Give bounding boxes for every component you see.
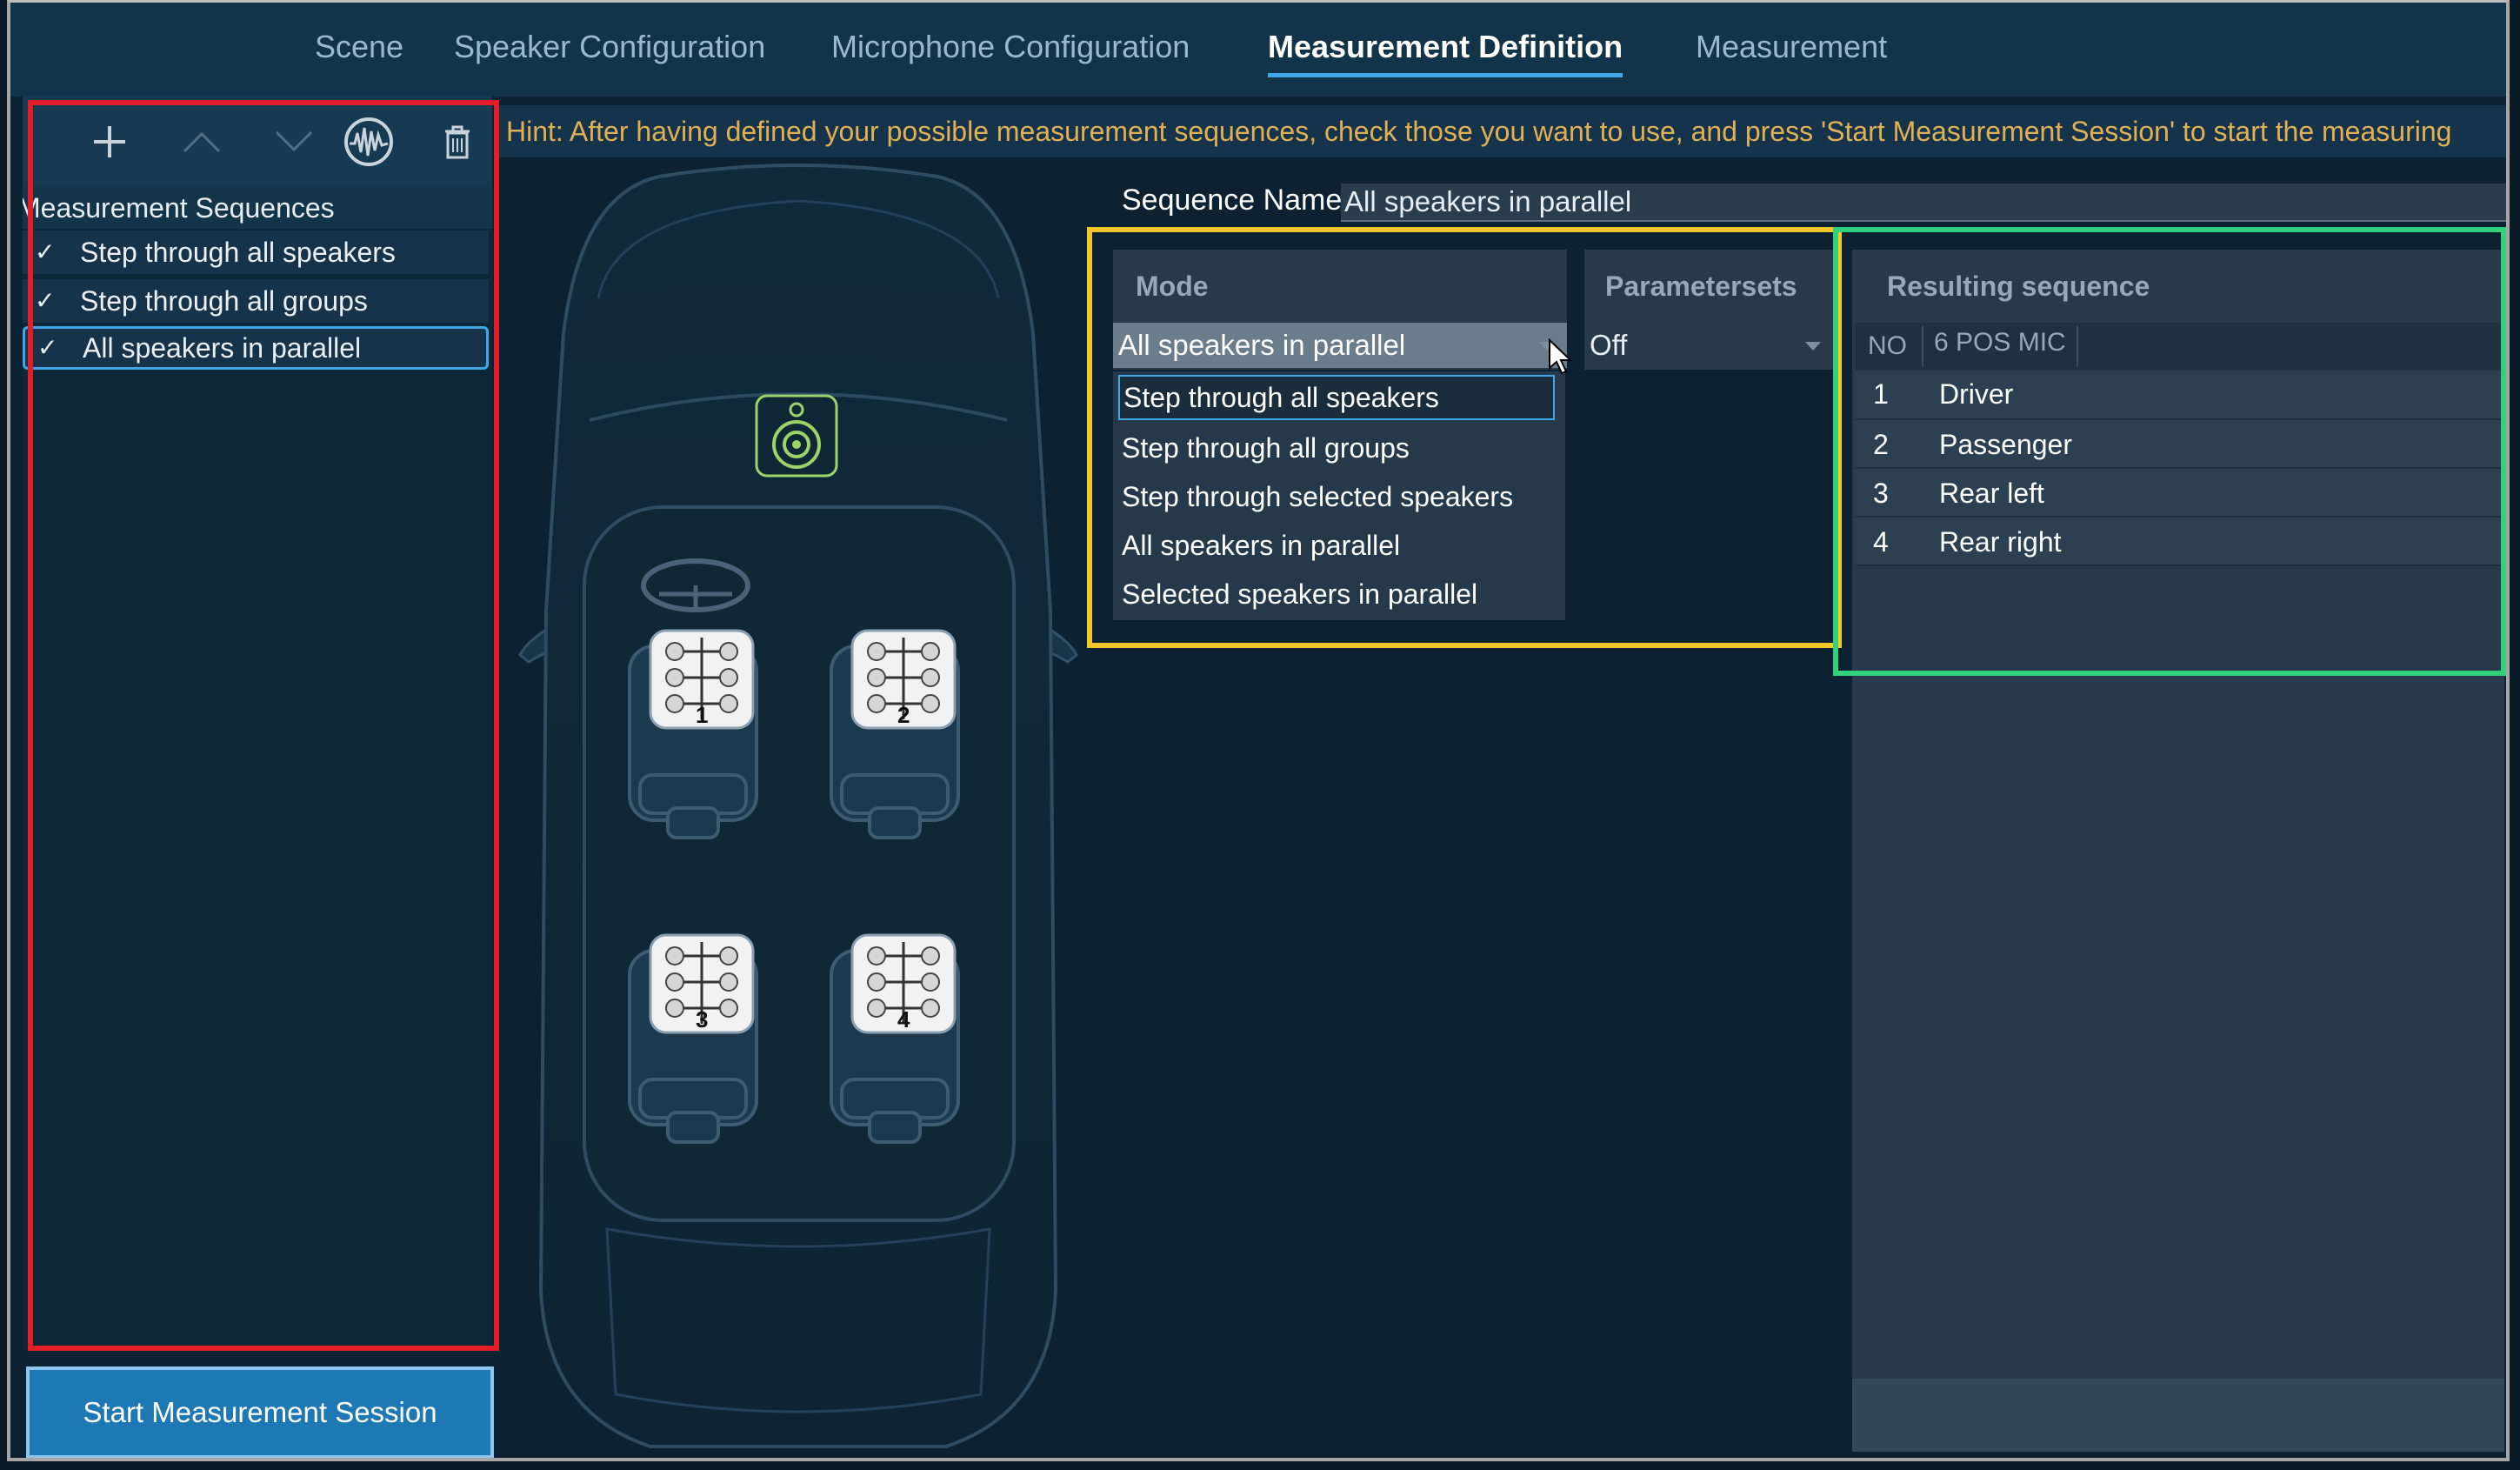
- column-header-no: NO: [1868, 331, 1907, 360]
- car-scene: 1 2: [494, 159, 1103, 1458]
- seat-mic-array-4[interactable]: 4: [850, 933, 957, 1034]
- seat-number: 4: [897, 1006, 910, 1032]
- parametersets-header: Parametersets: [1605, 271, 1797, 302]
- mode-option[interactable]: Step through all speakers: [1118, 375, 1555, 420]
- resulting-sequence-footer: [1852, 1379, 2504, 1452]
- row-position-name: Passenger: [1939, 429, 2072, 460]
- sequence-item-label: All speakers in parallel: [83, 332, 362, 364]
- column-divider: [2077, 326, 2078, 366]
- car-outline-graphic: [518, 164, 1078, 1448]
- table-row[interactable]: [1856, 469, 2501, 518]
- delete-sequence-button[interactable]: [426, 112, 489, 171]
- mode-option[interactable]: Selected speakers in parallel: [1122, 578, 1478, 610]
- sequence-name-label: Sequence Name: [1122, 184, 1343, 217]
- speaker-icon[interactable]: [755, 394, 838, 478]
- sequence-item[interactable]: ✓ Step through all speakers: [23, 231, 489, 274]
- column-header-mic: 6 POS MIC: [1934, 328, 2066, 357]
- move-up-icon: [183, 131, 221, 153]
- row-position-name: Driver: [1939, 378, 2014, 410]
- tab-measurement-definition[interactable]: Measurement Definition: [1268, 29, 1623, 77]
- parametersets-select[interactable]: Off: [1584, 323, 1833, 368]
- plus-icon: [94, 126, 125, 157]
- resulting-sequence-header-row: [1856, 323, 2501, 370]
- top-navigation: Scene Speaker Configuration Microphone C…: [10, 3, 2506, 97]
- start-measurement-session-button[interactable]: Start Measurement Session: [26, 1366, 494, 1458]
- tab-speaker-configuration[interactable]: Speaker Configuration: [454, 29, 766, 64]
- sequence-item-label: Step through all groups: [80, 285, 368, 317]
- trash-icon: [445, 125, 470, 159]
- seat-number: 1: [696, 702, 709, 728]
- seat-number: 3: [696, 1006, 709, 1032]
- checkbox[interactable]: ✓: [35, 238, 56, 265]
- row-number: 1: [1873, 378, 1889, 410]
- hint-text: Hint: After having defined your possible…: [494, 105, 2506, 157]
- tab-measurement-definition-label: Measurement Definition: [1268, 29, 1623, 64]
- mode-option[interactable]: Step through all groups: [1122, 432, 1410, 464]
- seat-mic-array-3[interactable]: 3: [649, 933, 755, 1034]
- sequence-item-selected[interactable]: ✓ All speakers in parallel: [23, 326, 489, 370]
- seat-number: 2: [897, 702, 910, 728]
- active-tab-indicator: [1268, 73, 1623, 77]
- mode-option[interactable]: All speakers in parallel: [1122, 530, 1401, 561]
- row-number: 3: [1873, 478, 1889, 509]
- seat-mic-array-2[interactable]: 2: [850, 629, 957, 730]
- move-down-button[interactable]: [263, 112, 325, 171]
- table-row[interactable]: [1856, 371, 2501, 420]
- chevron-down-icon: [1805, 342, 1821, 351]
- parametersets-select-value: Off: [1590, 329, 1628, 361]
- add-sequence-button[interactable]: [78, 112, 141, 171]
- tab-microphone-configuration[interactable]: Microphone Configuration: [831, 29, 1190, 64]
- mode-option[interactable]: Step through selected speakers: [1122, 481, 1514, 512]
- mode-header: Mode: [1136, 271, 1209, 302]
- chevron-down-icon: [1539, 342, 1555, 351]
- measure-waveform-button[interactable]: [337, 112, 400, 171]
- row-position-name: Rear right: [1939, 526, 2062, 558]
- tab-measurement[interactable]: Measurement: [1696, 29, 1888, 64]
- mouse-cursor-icon: [1549, 338, 1573, 375]
- row-number: 4: [1873, 526, 1889, 558]
- row-number: 2: [1873, 429, 1889, 460]
- sequence-item[interactable]: ✓ Step through all groups: [23, 279, 489, 323]
- column-divider: [1922, 326, 1923, 366]
- tab-scene[interactable]: Scene: [315, 29, 404, 64]
- move-up-button[interactable]: [170, 112, 233, 171]
- sequence-toolbar: [23, 97, 492, 187]
- sequences-header: Measurement Sequences: [23, 187, 492, 229]
- app-window: Scene Speaker Configuration Microphone C…: [7, 0, 2510, 1461]
- sequence-item-label: Step through all speakers: [80, 237, 396, 268]
- table-row[interactable]: [1856, 420, 2501, 469]
- checkbox[interactable]: ✓: [35, 287, 56, 314]
- checkbox[interactable]: ✓: [37, 334, 58, 361]
- mode-dropdown-list: Step through all speakers Step through a…: [1113, 371, 1565, 620]
- sequence-name-input[interactable]: [1341, 184, 2506, 222]
- sequences-panel: Measurement Sequences ✓ Step through all…: [23, 97, 492, 1349]
- waveform-icon: [344, 117, 393, 166]
- seat-mic-array-1[interactable]: 1: [649, 629, 755, 730]
- mode-select[interactable]: All speakers in parallel: [1113, 323, 1567, 368]
- move-down-icon: [275, 130, 313, 152]
- mode-select-value: All speakers in parallel: [1118, 329, 1406, 361]
- table-row[interactable]: [1856, 518, 2501, 566]
- row-position-name: Rear left: [1939, 478, 2044, 509]
- resulting-sequence-title: Resulting sequence: [1887, 271, 2150, 302]
